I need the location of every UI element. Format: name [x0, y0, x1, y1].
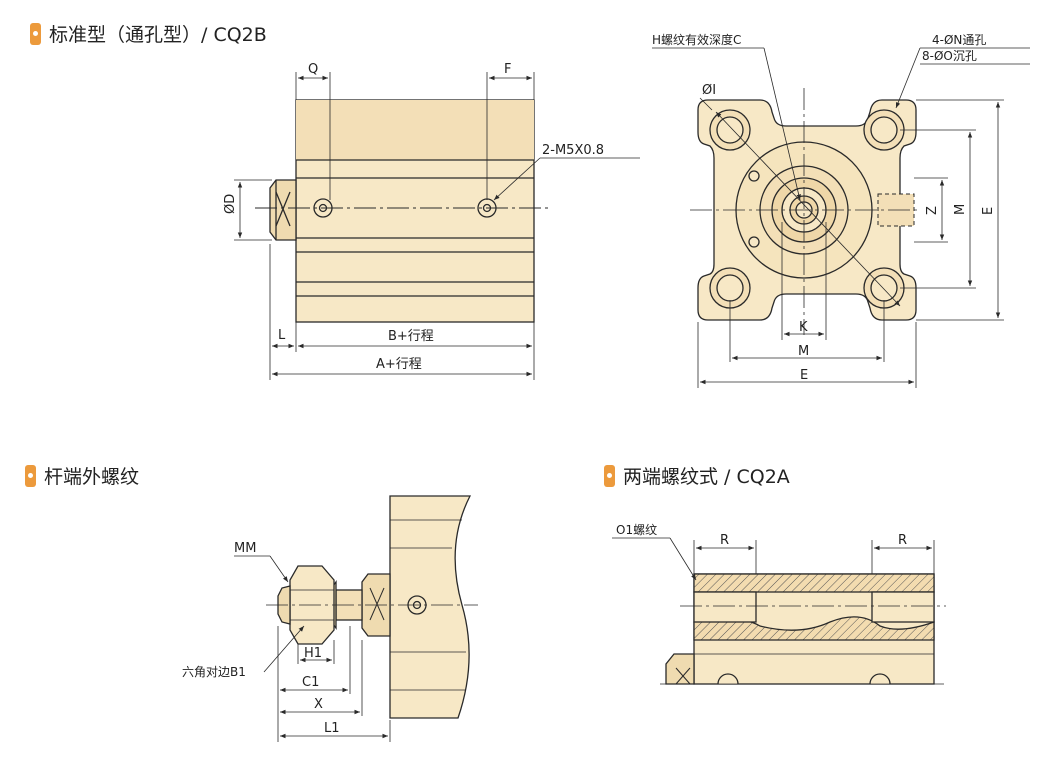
dim-label-m-horiz: M: [798, 344, 809, 359]
dim-label-d: ØD: [223, 194, 238, 214]
dim-label-x: X: [314, 697, 323, 712]
rod-thread-dims: [234, 555, 478, 742]
dim-label-f: F: [504, 62, 511, 77]
dim-label-l: L: [278, 328, 286, 343]
heading-both-thread: 两端螺纹式 / CQ2A: [604, 462, 790, 489]
dim-label-e-horiz: E: [800, 368, 808, 383]
both-thread-dims: [612, 537, 946, 685]
dim-label-o1: O1螺纹: [616, 523, 657, 537]
heading-standard: 标准型（通孔型）/ CQ2B: [30, 20, 267, 47]
bullet-icon: [604, 464, 615, 487]
heading-rod-thread-text: 杆端外螺纹: [44, 466, 140, 488]
both-thread-view: [665, 573, 935, 685]
dim-label-i: ØI: [702, 83, 716, 98]
dim-label-hex: 六角对边B1: [182, 665, 246, 679]
dim-label-h-thread: H螺纹有效深度C: [652, 32, 741, 47]
dim-label-a-stroke: A+行程: [376, 357, 422, 372]
dim-label-o-hole: 8-ØO沉孔: [922, 49, 977, 63]
bullet-icon: [25, 464, 36, 487]
dim-label-h1: H1: [304, 646, 322, 661]
dim-label-k: K: [799, 320, 808, 335]
heading-standard-text: 标准型（通孔型）/ CQ2B: [49, 24, 267, 46]
dim-label-m-vert: M: [953, 204, 968, 215]
dim-label-z: Z: [925, 206, 940, 215]
dim-label-c1: C1: [302, 675, 319, 690]
front-view: [234, 72, 640, 380]
dim-label-mm: MM: [234, 541, 256, 556]
dim-label-e-vert: E: [981, 207, 996, 215]
dim-label-l1: L1: [324, 721, 340, 736]
heading-both-thread-text: 两端螺纹式 / CQ2A: [623, 466, 790, 488]
heading-rod-thread: 杆端外螺纹: [25, 462, 139, 489]
dim-label-r-left: R: [720, 533, 729, 548]
dim-label-n-hole: 4-ØN通孔: [932, 33, 986, 47]
dim-label-q: Q: [308, 62, 318, 77]
bullet-icon: [30, 22, 41, 45]
dim-label-b-stroke: B+行程: [388, 329, 434, 344]
port-label: 2-M5X0.8: [542, 143, 604, 158]
dim-label-r-right: R: [898, 533, 907, 548]
end-view-dims: [652, 47, 1030, 388]
